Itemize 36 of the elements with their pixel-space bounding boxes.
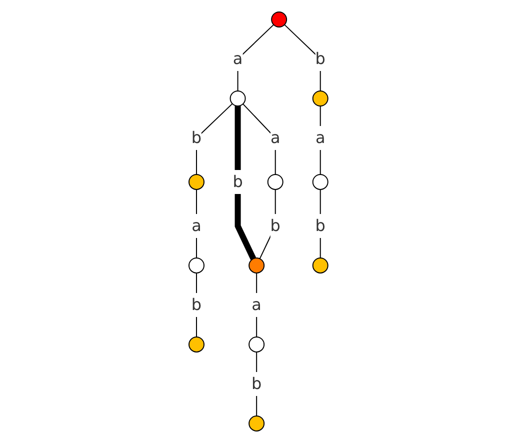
edge-label: b xyxy=(232,172,243,191)
node-circle xyxy=(312,90,328,106)
connector xyxy=(234,106,256,260)
edge-label: b xyxy=(315,216,326,235)
node-circle xyxy=(188,174,205,190)
edge-label: a xyxy=(232,49,243,68)
edge-label: b xyxy=(315,49,326,68)
edge-label: b xyxy=(191,128,202,148)
edge-label: b xyxy=(270,216,280,235)
connector xyxy=(320,106,321,175)
connector xyxy=(237,24,274,92)
node-circle xyxy=(267,174,284,190)
node-circle xyxy=(188,258,205,274)
node-circle xyxy=(312,258,328,274)
node-circle xyxy=(271,12,288,28)
connector xyxy=(320,189,321,258)
edge-label: b xyxy=(191,294,202,314)
node-circle xyxy=(312,174,328,190)
edge-label: a xyxy=(192,216,202,235)
connector xyxy=(259,189,276,260)
connector xyxy=(196,272,198,338)
connector xyxy=(256,272,258,338)
node-circle xyxy=(248,258,265,274)
connector xyxy=(242,103,276,175)
connector xyxy=(256,352,258,416)
node-circle xyxy=(248,336,265,352)
connector xyxy=(196,189,198,258)
node-circle xyxy=(230,90,246,106)
connector xyxy=(196,103,233,175)
edge-label: a xyxy=(316,128,326,148)
edge-label: b xyxy=(252,374,262,393)
node-circle xyxy=(188,336,205,352)
edge-label: a xyxy=(270,128,280,148)
edge-label: a xyxy=(252,294,262,314)
connector xyxy=(284,24,321,92)
node-circle xyxy=(248,415,265,432)
